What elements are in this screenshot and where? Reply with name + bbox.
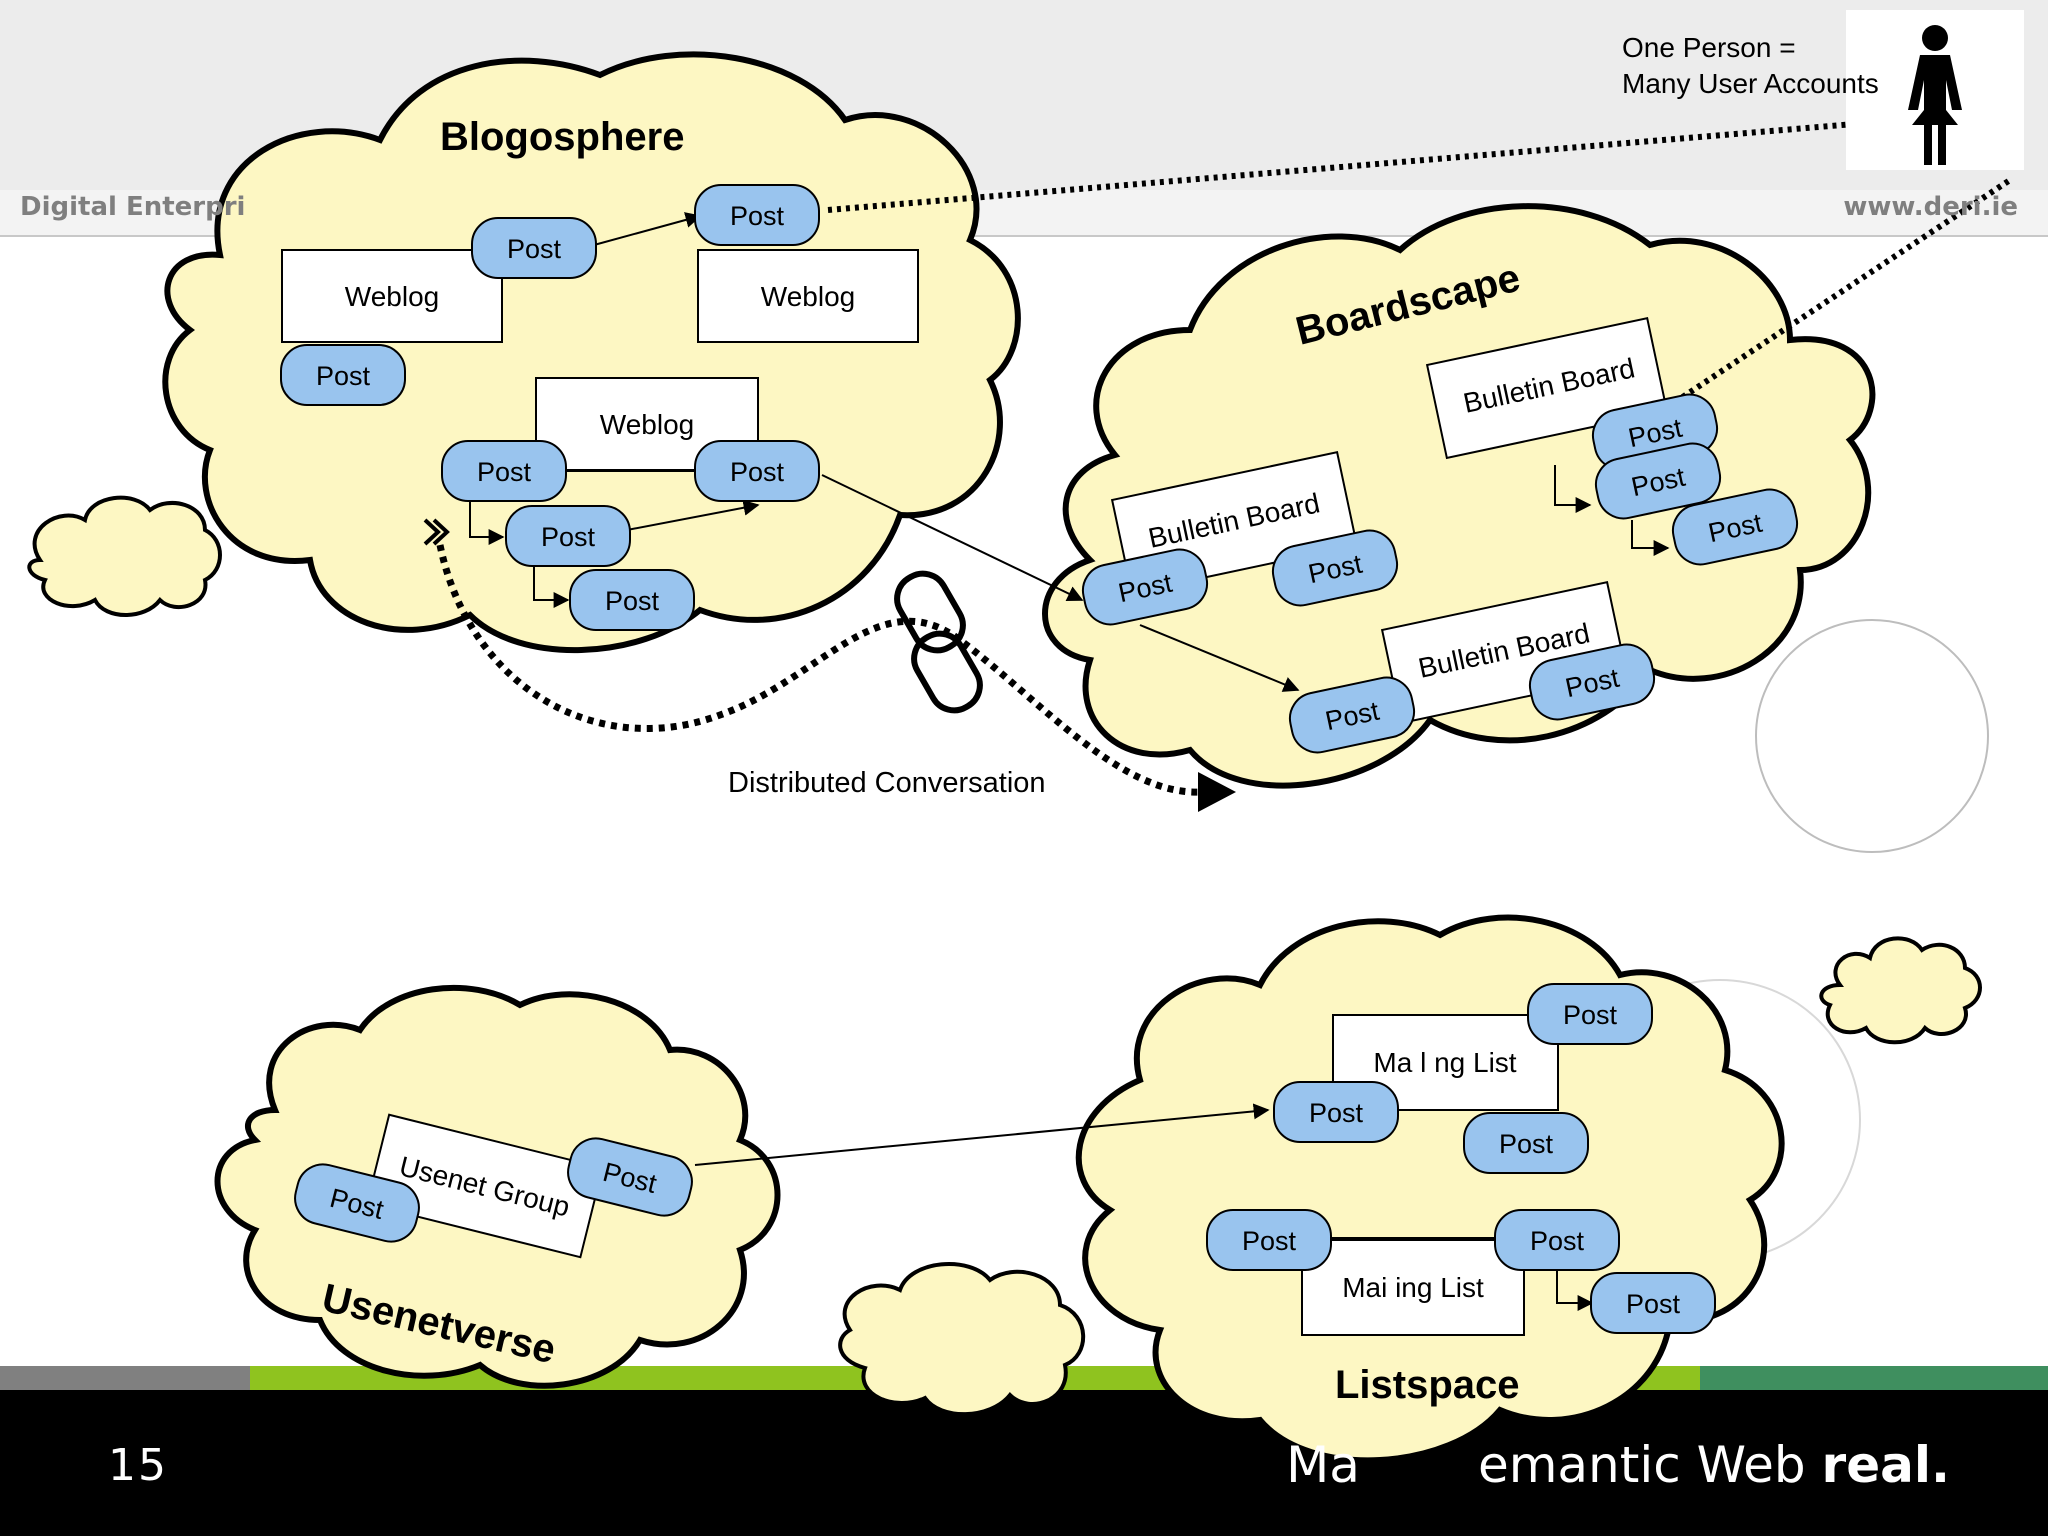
header-url-link[interactable]: www.deri.ie	[1843, 192, 2018, 222]
post-node: Post	[569, 569, 695, 631]
post-node: Post	[694, 440, 820, 502]
person-icon	[1846, 10, 2024, 170]
footer-teal-bar	[1700, 1366, 2048, 1390]
footer-band	[0, 1390, 2048, 1536]
post-node: Post	[1594, 442, 1722, 520]
small-cloud	[838, 1262, 1086, 1417]
post-node: Post	[441, 440, 567, 502]
post-label: Post	[730, 457, 785, 487]
conversation-label: Distributed Conversation	[728, 767, 1046, 799]
header-org-text: Digital Enterpri	[20, 192, 246, 222]
svg-text:Weblog: Weblog	[345, 281, 439, 312]
svg-text:Weblog: Weblog	[761, 281, 855, 312]
post-label: Post	[605, 586, 660, 616]
post-label: Post	[1242, 1226, 1297, 1256]
post-node: Post	[1528, 643, 1656, 721]
weblog-container: Weblog	[535, 377, 759, 471]
post-node: Post	[1081, 548, 1209, 626]
post-node: Post	[1206, 1209, 1332, 1271]
conversation-arrowhead	[1198, 772, 1236, 812]
post-label: Post	[316, 361, 371, 391]
svg-text:Ma l ng List: Ma l ng List	[1373, 1047, 1516, 1078]
post-label: Post	[1563, 1000, 1618, 1030]
boardscape-cloud: Boardscape	[1042, 203, 1876, 789]
legend: One Person = Many User Accounts	[1622, 30, 1879, 102]
mailing-list-container: Mai ing List	[1301, 1239, 1525, 1336]
post-label: Post	[477, 457, 532, 487]
blogosphere-title: Blogosphere	[440, 115, 684, 159]
svg-text:Mai ing List: Mai ing List	[1342, 1272, 1484, 1303]
identity-lines	[827, 119, 2012, 425]
tagline-bold: real.	[1821, 1436, 1950, 1494]
legend-line-1: One Person =	[1622, 32, 1796, 63]
small-cloud	[27, 495, 222, 617]
post-node: Post	[1671, 488, 1799, 566]
post-node: Post	[1273, 1081, 1399, 1143]
legend-line-2: Many User Accounts	[1622, 68, 1879, 99]
post-label: Post	[1499, 1129, 1554, 1159]
decor-circle	[1755, 619, 1989, 853]
post-node: Post	[1288, 676, 1416, 754]
weblog-container: Weblog	[697, 249, 919, 343]
tagline-middle: emantic Web	[1477, 1436, 1822, 1494]
post-node: Post	[505, 505, 631, 567]
post-node: Post	[1494, 1209, 1620, 1271]
small-cloud	[1819, 936, 1982, 1045]
footer-gray-bar	[0, 1366, 250, 1390]
post-node: Post	[1590, 1272, 1716, 1334]
post-node: Post	[471, 217, 597, 279]
chain-link-icon	[894, 570, 983, 714]
post-node: Post	[1463, 1112, 1589, 1174]
weblog-container: Weblog	[281, 249, 503, 343]
post-node: Post	[294, 1163, 420, 1243]
post-node: Post	[1271, 529, 1399, 607]
conversation-start-icon	[423, 518, 450, 546]
connector-lines	[469, 212, 1670, 1311]
post-label: Post	[507, 234, 562, 264]
post-label: Post	[1626, 1289, 1681, 1319]
post-label: Post	[541, 522, 596, 552]
post-label: Post	[1309, 1098, 1364, 1128]
post-label: Post	[730, 201, 785, 231]
post-node: Post	[280, 344, 406, 406]
post-node: Post	[694, 184, 820, 246]
post-label: Post	[1530, 1226, 1585, 1256]
page-number: 15	[108, 1440, 168, 1491]
usenet-group-container: Usenet Group	[365, 1113, 604, 1259]
svg-text:Weblog: Weblog	[600, 409, 694, 440]
post-node: Post	[1527, 983, 1653, 1045]
post-node: Post	[567, 1137, 693, 1217]
footer-tagline: Ma emantic Web real.	[1286, 1436, 1950, 1494]
tagline-prefix: Ma	[1286, 1436, 1360, 1494]
listspace-title: Listspace	[1335, 1363, 1520, 1407]
